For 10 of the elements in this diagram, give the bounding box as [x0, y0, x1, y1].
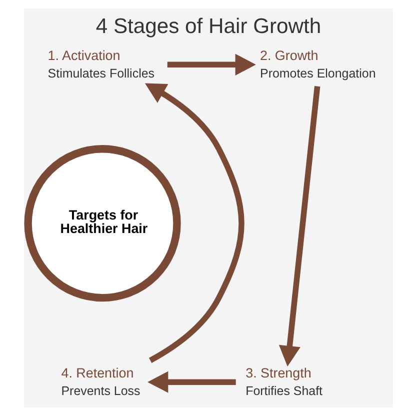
node-text: 3. Strength Fortifies Shaft: [245, 365, 322, 398]
arrow: [147, 371, 236, 393]
node-text: 2. Growth Promotes Elongation: [260, 48, 376, 81]
arrow: [166, 54, 256, 76]
diagram-title: 4 Stages of Hair Growth: [95, 15, 321, 38]
arrow: [278, 86, 320, 366]
arrow: [144, 83, 244, 363]
node-text: 4. Retention Prevents Loss: [60, 365, 140, 398]
node-text: 1. Activation Stimulates Follicles: [47, 48, 154, 81]
node-circle: Targets for Healthier Hair: [24, 145, 180, 302]
